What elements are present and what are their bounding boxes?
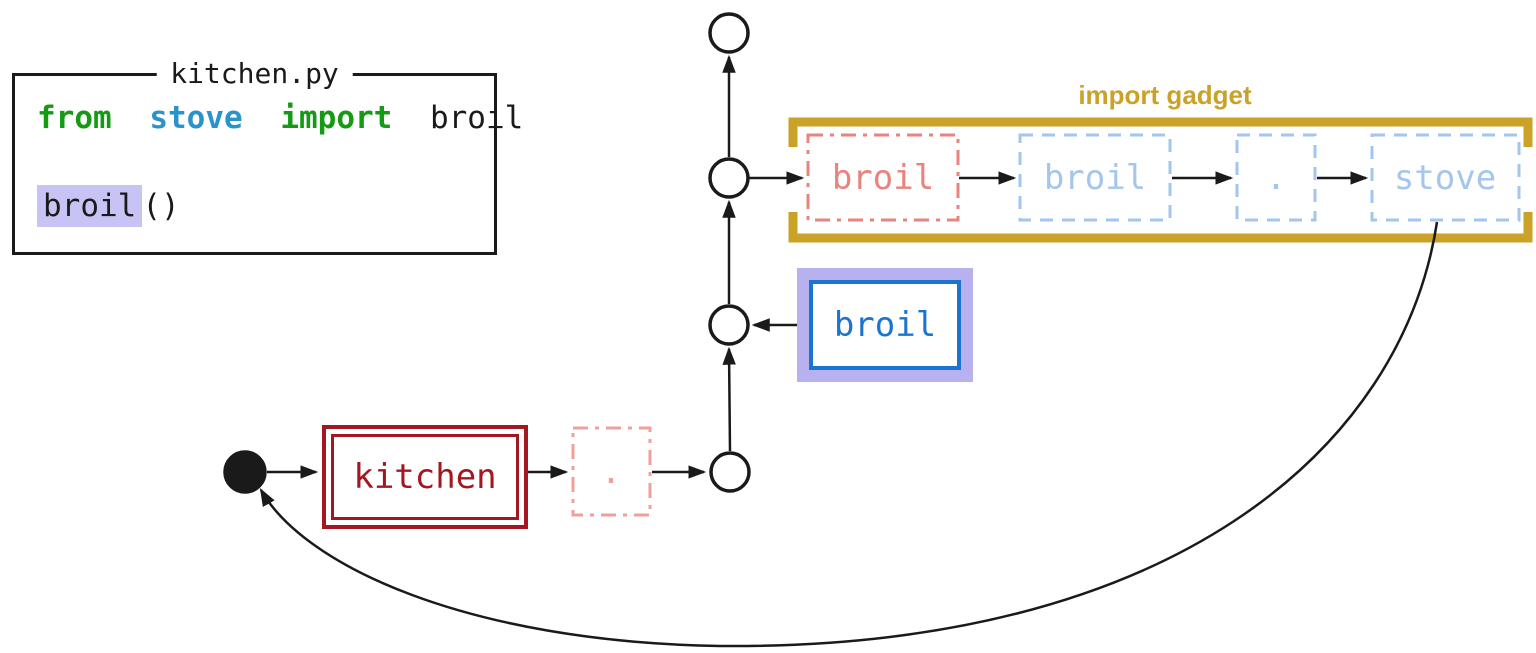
gadget-frame-broil-blue <box>1018 133 1172 222</box>
gadget-text-dot: . <box>1266 158 1286 198</box>
arrow-up-3 <box>722 346 736 452</box>
keyword-import: import <box>280 100 393 136</box>
kitchen-box: kitchen <box>322 425 528 529</box>
node-circle-bottom <box>709 451 751 493</box>
highlighted-broil: broil <box>37 185 143 227</box>
code-line-import: from stove import broil <box>37 100 523 136</box>
name-broil: broil <box>429 100 524 136</box>
code-line-call: broil() <box>37 185 180 227</box>
module-stove: stove <box>149 100 243 136</box>
path-text-dot: . <box>601 452 621 492</box>
start-node-filled <box>223 450 267 494</box>
node-circle-binding <box>708 304 750 346</box>
gadget-text-broil-salmon: broil <box>832 158 934 198</box>
gadget-frame-stove <box>1370 133 1521 222</box>
gadget-bracket-bottom <box>788 212 1533 243</box>
chain-nodes <box>223 12 751 494</box>
gadget-bracket <box>788 117 1533 243</box>
call-parens: () <box>142 188 180 224</box>
binding-highlight-halo: broil <box>797 268 973 382</box>
gadget-frame-dot <box>1235 133 1317 222</box>
binding-box-broil: broil <box>809 280 961 370</box>
gadget-label: import gadget <box>1078 80 1252 110</box>
code-panel-title: kitchen.py <box>156 57 353 90</box>
chain-arrows <box>259 54 1439 648</box>
gadget-text-broil-blue: broil <box>1044 158 1146 198</box>
gadget-frame-broil-salmon <box>806 133 960 222</box>
node-circle-top <box>708 12 750 54</box>
code-panel: kitchen.py from stove import broil broil… <box>12 57 523 255</box>
gadget-bracket-top <box>788 117 1533 147</box>
arrow-stove-loopback-curve <box>259 221 1439 648</box>
keyword-from: from <box>37 100 112 136</box>
kitchen-box-label: kitchen <box>331 434 519 520</box>
path-frame-dot <box>571 426 652 517</box>
node-circle-gadget <box>708 157 750 199</box>
gadget-text-stove: stove <box>1394 158 1496 198</box>
